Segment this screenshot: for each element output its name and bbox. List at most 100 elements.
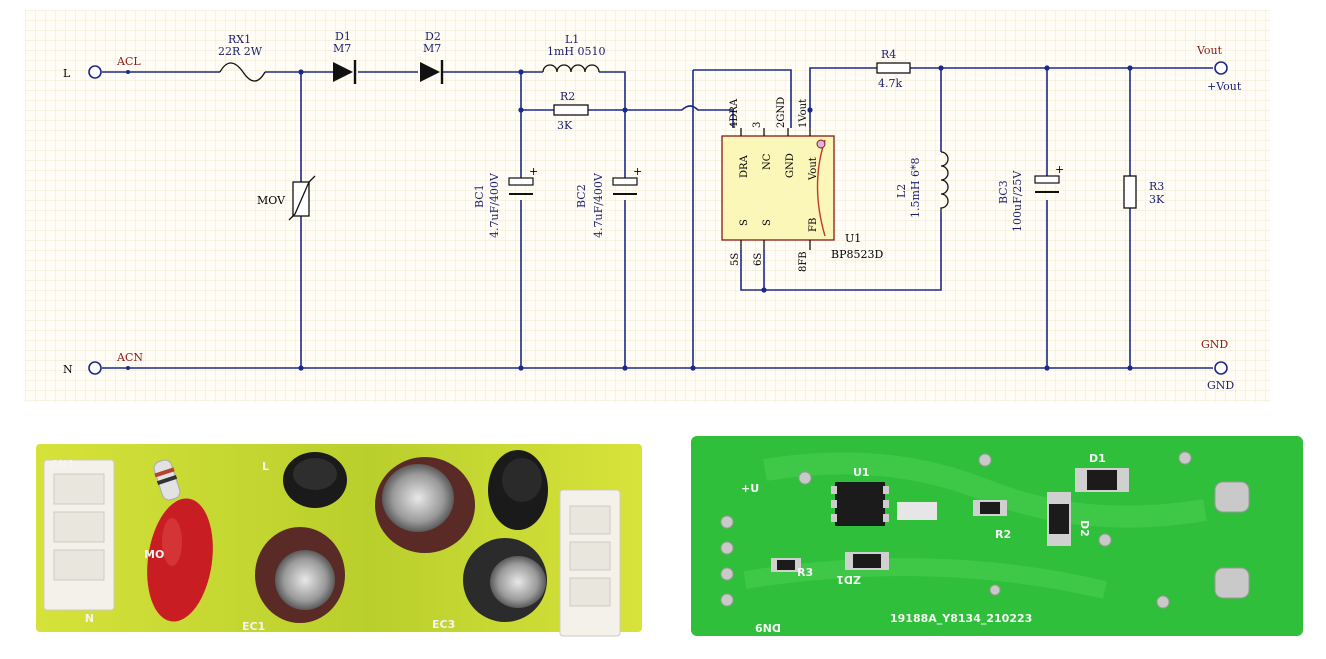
silk-r2: R2 xyxy=(995,528,1011,541)
terminal-n-label: N xyxy=(63,363,73,376)
fuse-rx1: RX1 22R 2W xyxy=(218,33,266,82)
capacitor-bc3: + BC3 100uF/25V xyxy=(997,163,1064,232)
net-label-vout-plus: +Vout xyxy=(1207,80,1242,93)
diode-d1: D1 M7 xyxy=(333,30,357,84)
junction-dots xyxy=(126,65,1133,371)
ic-pin-top-out-3: 2GND xyxy=(776,97,787,128)
inductor-l2: L2 1.5mH 6*8 xyxy=(895,151,949,218)
silk-cn1: CN1 xyxy=(50,458,75,471)
silk-ec3: EC3 xyxy=(432,618,455,631)
capacitor-bc1: + BC1 4.7uF/400V xyxy=(473,165,538,238)
silk-dn9: DN9 xyxy=(755,621,781,634)
diode-d2: D2 M7 xyxy=(420,30,444,84)
mov-ref: MOV xyxy=(257,194,286,207)
silk-u1: U1 xyxy=(853,466,870,479)
resistor-r2: R2 3K xyxy=(553,90,589,132)
ic-u1: 4DRA 3 2GND 1Vout DRA NC GND Vout S S FB… xyxy=(721,97,883,272)
ic-pin-top-in-3: GND xyxy=(785,153,796,178)
silk-plus-u: +U xyxy=(741,482,759,495)
l1-ref: L1 xyxy=(565,33,579,46)
terminal-l: L xyxy=(63,65,102,80)
resistor-r3: R3 3K xyxy=(1123,175,1165,209)
r2-value: 3K xyxy=(557,119,573,132)
varistor-mov: MOV xyxy=(257,175,316,221)
silk-d1: D1 xyxy=(1089,452,1106,465)
terminal-vout xyxy=(1214,61,1228,75)
rx1-value: 22R 2W xyxy=(218,45,263,58)
terminal-l-label: L xyxy=(63,67,71,80)
ic-pin-top-out-2: 3 xyxy=(752,122,763,128)
silk-r3: R3 xyxy=(797,566,813,579)
resistor-r4: R4 4.7k xyxy=(876,48,911,90)
resistor-r2-photo: R2 xyxy=(973,500,1011,541)
r4-ref: R4 xyxy=(881,48,896,61)
connector-cn1: CN1 N xyxy=(43,458,115,624)
ic-pin-top-in-1: DRA xyxy=(739,154,750,178)
varistor-mov-photo: MO xyxy=(144,498,213,622)
silk-board-code: 19188A_Y8134_210223 xyxy=(890,612,1032,625)
fuse-resistor xyxy=(153,459,181,501)
u1-value: BP8523D xyxy=(831,248,883,261)
net-label-gnd-top: GND xyxy=(1201,338,1228,351)
r3-ref: R3 xyxy=(1149,180,1164,193)
bc1-ref: BC1 xyxy=(473,184,486,208)
wires xyxy=(102,67,1213,369)
bc3-ref: BC3 xyxy=(997,180,1010,204)
chip-u1-photo: U1 xyxy=(831,466,937,526)
u1-ref: U1 xyxy=(845,232,861,245)
capacitor-photo-ec1: EC1 xyxy=(242,527,345,633)
ic-pin-bot-in-1: S xyxy=(739,219,750,226)
ic-pin-bot-in-2: S xyxy=(762,219,773,226)
r2-ref: R2 xyxy=(560,90,575,103)
capacitor-photo-ec3: EC3 xyxy=(432,538,547,631)
d1-value: M7 xyxy=(333,42,351,55)
silk-ec1: EC1 xyxy=(242,620,265,633)
ic-pin-bot-out-1: 5S xyxy=(730,253,741,266)
schematic-diagram: L N ACL ACN Vout +Vout GND GND RX1 22R 2… xyxy=(25,10,1270,402)
ic-pin-top-out-1: 4DRA xyxy=(729,98,740,128)
connector-right xyxy=(559,489,621,637)
l1-value: 1mH 0510 xyxy=(547,45,606,58)
ic-pin-top-in-2: NC xyxy=(762,153,773,170)
resistor-r3-photo: R3 xyxy=(771,558,813,579)
bc1-value: 4.7uF/400V xyxy=(488,172,501,238)
d2-ref: D2 xyxy=(425,30,441,43)
zener-zd1-photo: ZD1 xyxy=(836,552,889,586)
terminal-n: N xyxy=(63,361,102,376)
terminal-gnd xyxy=(1214,361,1228,375)
ic-pin-bot-in-3: FB xyxy=(808,218,819,232)
capacitor-bc2: + BC2 4.7uF/400V xyxy=(575,165,642,238)
svg-text:+: + xyxy=(529,165,538,178)
rx1-ref: RX1 xyxy=(228,33,251,46)
svg-text:+: + xyxy=(1055,163,1064,176)
net-label-gnd-bottom: GND xyxy=(1207,379,1234,392)
silk-zd1: ZD1 xyxy=(836,573,861,586)
silk-d2: D2 xyxy=(1078,520,1091,537)
pcb-photo-solder-side: +U U1 D1 R2 D2 R3 ZD1 19188A_Y8134_21022… xyxy=(685,430,1310,645)
silk-l: L xyxy=(262,460,269,473)
ic-pin-top-out-4: 1Vout xyxy=(798,99,809,128)
r3-value: 3K xyxy=(1149,193,1165,206)
silk-n: N xyxy=(85,611,94,624)
diode-d1-photo: D1 xyxy=(1075,452,1129,492)
bc3-value: 100uF/25V xyxy=(1011,170,1024,232)
net-label-vout: Vout xyxy=(1196,44,1223,57)
solder-pads xyxy=(720,451,1250,609)
inductor-photo-1: L xyxy=(262,452,347,508)
ic-pin-top-in-4: Vout xyxy=(808,157,819,181)
capacitor-photo-top xyxy=(375,457,475,553)
pcb-photo-component-side: CN1 N MO L EC1 EC3 xyxy=(30,430,650,645)
d2-value: M7 xyxy=(423,42,441,55)
diode-d2-photo: D2 xyxy=(1047,492,1091,546)
net-label-acn: ACN xyxy=(116,351,143,364)
r4-value: 4.7k xyxy=(878,77,902,90)
svg-text:+: + xyxy=(633,165,642,178)
bc2-ref: BC2 xyxy=(575,184,588,208)
d1-ref: D1 xyxy=(335,30,351,43)
silk-mo: MO xyxy=(144,548,164,561)
inductor-l1: L1 1mH 0510 xyxy=(542,33,606,73)
bc2-value: 4.7uF/400V xyxy=(592,172,605,238)
l2-ref: L2 xyxy=(895,184,908,198)
net-label-acl: ACL xyxy=(116,55,141,68)
l2-value: 1.5mH 6*8 xyxy=(909,157,922,218)
